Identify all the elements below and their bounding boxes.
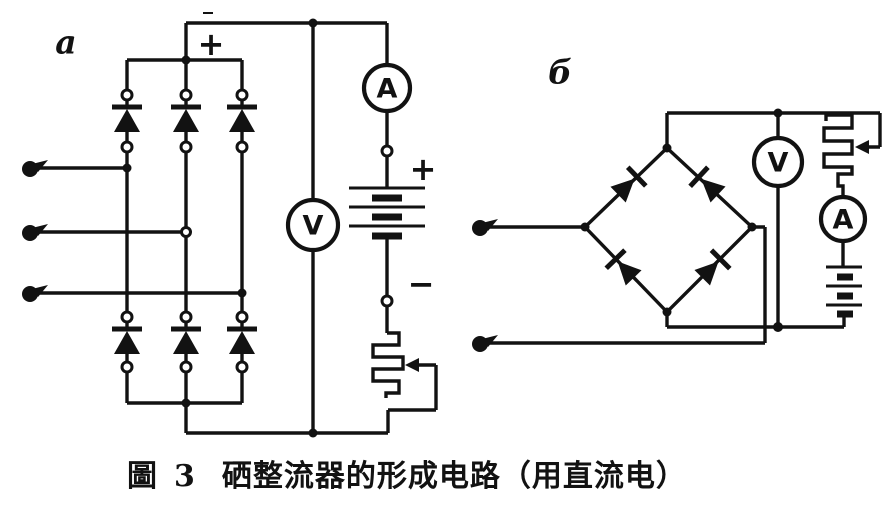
ac-input-3	[22, 285, 242, 302]
diode	[112, 329, 142, 354]
junction-dot	[181, 55, 191, 65]
junction-dot	[662, 143, 672, 153]
voltmeter-b-label: V	[768, 148, 789, 179]
rheostat-winding	[822, 113, 854, 197]
circuit-b-label: б	[548, 53, 572, 92]
cell-terminal-circle	[179, 310, 193, 324]
wire-bottom-rail	[184, 403, 388, 435]
junction-dot	[662, 307, 672, 317]
diode	[171, 329, 201, 354]
junction-dot	[181, 398, 191, 408]
junction-dot	[308, 428, 318, 438]
terminal-circle	[380, 144, 394, 158]
junction-dot	[237, 288, 247, 298]
voltmeter-a-label: V	[303, 211, 324, 242]
ammeter-a-label: A	[377, 74, 398, 105]
battery-plus-label: +	[410, 150, 437, 188]
diode	[112, 107, 142, 132]
cell-terminal-circle	[179, 88, 193, 102]
junction-dot	[773, 322, 783, 332]
cell-terminal-circle	[179, 360, 193, 374]
cell-terminal-circle	[235, 140, 249, 154]
battery-a: + −	[349, 150, 436, 303]
junction-dot	[747, 222, 757, 232]
ac-input-2	[22, 224, 181, 241]
ac-input-upper	[472, 219, 585, 236]
cell-terminal-circle	[235, 360, 249, 374]
ac-input-lower	[472, 225, 767, 352]
diode	[227, 329, 257, 354]
rectifier-branch	[227, 60, 257, 403]
circuit-b: б V	[472, 53, 882, 352]
junction-dot	[308, 18, 318, 28]
wire	[386, 363, 438, 433]
rheostat-b	[822, 113, 869, 197]
terminal-circle	[380, 294, 394, 308]
voltmeter-b-circle	[751, 135, 805, 189]
junction-dot	[122, 163, 132, 173]
polarity-plus-label: +	[198, 25, 225, 63]
junction-dot	[580, 222, 590, 232]
diode	[227, 107, 257, 132]
voltmeter-a-circle	[285, 197, 341, 253]
cell-terminal-circle	[235, 88, 249, 102]
cell-terminal-circle	[120, 88, 134, 102]
bridge-rectifier	[582, 145, 755, 315]
battery-b	[826, 265, 862, 318]
circuit-a: a +	[22, 12, 438, 438]
circuit-diagram: a +	[22, 12, 882, 438]
wiper-arrow-icon	[855, 140, 869, 154]
cell-terminal-circle	[120, 310, 134, 324]
diode	[171, 107, 201, 132]
cell-terminal-circle	[120, 360, 134, 374]
ac-input-1	[22, 160, 127, 177]
bridge-edges	[582, 145, 755, 315]
figure-caption-text: 硒整流器的形成电路（用直流电）	[221, 460, 687, 493]
ammeter-a-circle	[361, 62, 413, 114]
junction-circle	[180, 226, 192, 238]
wiper-arrow-icon	[405, 358, 419, 372]
wire-bottom-rail	[665, 312, 844, 329]
circuit-a-label: a	[55, 23, 76, 62]
cell-terminal-circle	[120, 140, 134, 154]
figure-caption-number: 3	[174, 459, 196, 494]
rheostat-a	[371, 331, 438, 433]
figure-caption-label: 圖	[127, 460, 158, 493]
cell-terminal-circle	[179, 140, 193, 154]
battery-minus-label: −	[408, 265, 435, 303]
ammeter-b-label: A	[833, 205, 854, 236]
rheostat-winding	[371, 331, 405, 398]
junction-dot	[773, 108, 783, 118]
cell-terminal-circle	[235, 310, 249, 324]
